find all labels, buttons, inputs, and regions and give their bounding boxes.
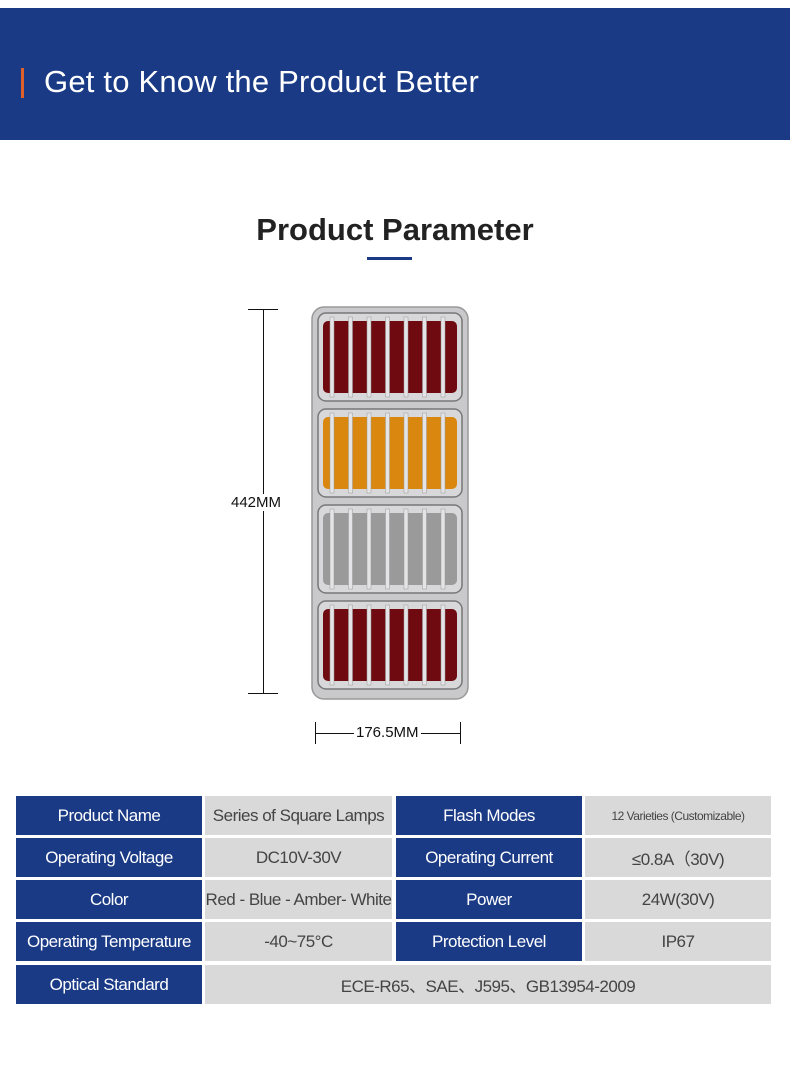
lamp-module-white — [317, 504, 463, 594]
lamp-module-red — [317, 312, 463, 402]
height-dimension-cap-top — [248, 309, 278, 310]
param-value: ECE-R65、SAE、J595、GB13954-2009 — [205, 965, 771, 1004]
param-value: ≤0.8A（30V) — [585, 838, 771, 877]
width-dimension-cap-left — [315, 722, 316, 744]
width-dimension-cap-right — [460, 722, 461, 744]
section-title: Product Parameter — [256, 212, 534, 247]
header-banner: Get to Know the Product Better — [0, 8, 790, 140]
param-key: Protection Level — [396, 922, 582, 961]
accent-bar — [21, 68, 24, 98]
header-title: Get to Know the Product Better — [44, 64, 480, 99]
param-key: Operating Temperature — [16, 922, 202, 961]
param-value: -40~75°C — [205, 922, 392, 961]
param-key: Color — [16, 880, 202, 919]
param-key: Power — [396, 880, 582, 919]
param-key: Flash Modes — [396, 796, 582, 835]
param-value: 12 Varieties (Customizable) — [585, 796, 771, 835]
param-value: DC10V-30V — [205, 838, 392, 877]
lamp-module-red — [317, 600, 463, 690]
param-value: 24W(30V) — [585, 880, 771, 919]
section-underline — [367, 257, 412, 260]
param-key: Optical Standard — [16, 965, 202, 1004]
height-dimension-cap-bottom — [248, 693, 278, 694]
lamp-module-amber — [317, 408, 463, 498]
param-value: Red - Blue - Amber- White — [205, 880, 392, 919]
param-key: Operating Voltage — [16, 838, 202, 877]
height-label: 442MM — [229, 494, 284, 511]
param-value: Series of Square Lamps — [205, 796, 392, 835]
param-value: IP67 — [585, 922, 771, 961]
param-key: Operating Current — [396, 838, 582, 877]
product-lamp-image — [311, 306, 469, 700]
param-key: Product Name — [16, 796, 202, 835]
width-label: 176.5MM — [354, 724, 421, 741]
